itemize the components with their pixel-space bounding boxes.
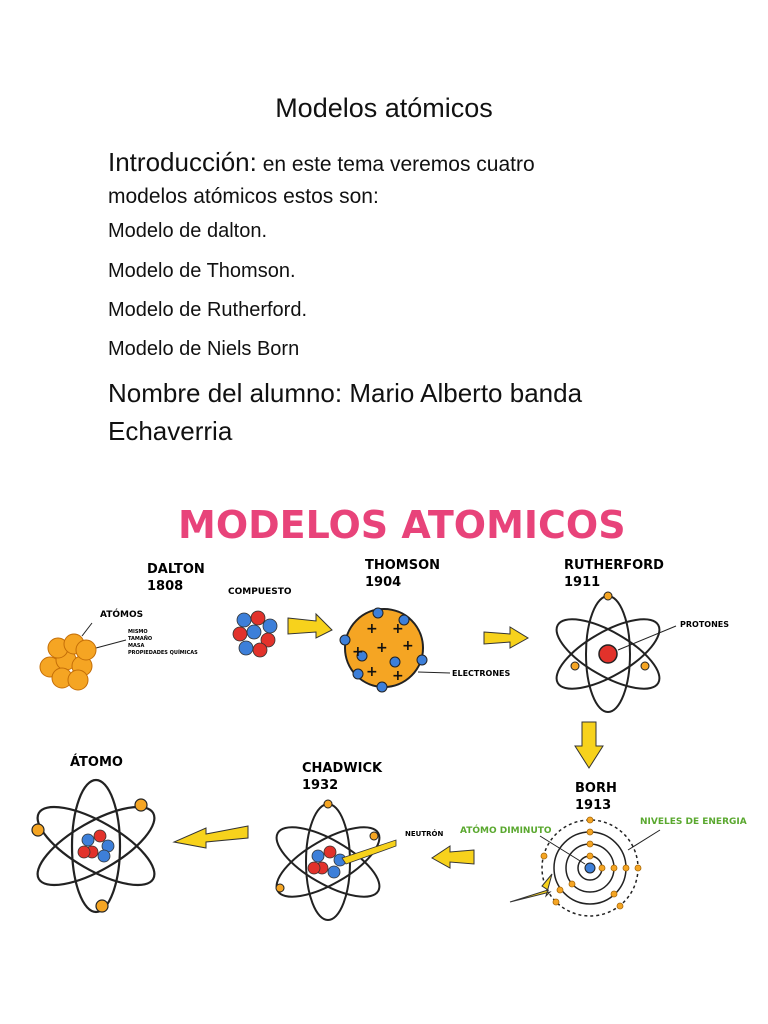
intro-label: Introducción: xyxy=(108,147,257,177)
page-title: Modelos atómicos xyxy=(275,93,493,123)
compound-label: COMPUESTO xyxy=(228,587,292,597)
arrow-dalton-to-thomson-icon xyxy=(287,612,333,639)
student-name: Nombre del alumno: Mario Alberto banda E… xyxy=(108,374,582,450)
dalton-year: 1808 xyxy=(147,579,183,594)
borh-energy-levels-label: NIVELES DE ENERGIA xyxy=(640,817,747,827)
rutherford-name: RUTHERFORD xyxy=(564,558,664,573)
introduction: Introducción: en este tema veremos cuatr… xyxy=(108,146,535,213)
model-item-thomson: Modelo de Thomson. xyxy=(108,260,296,282)
thomson-name: THOMSON xyxy=(365,558,440,573)
thomson-plum-pudding-icon: ++ ++ ++ + xyxy=(339,607,428,693)
arrow-rutherford-to-borh-icon xyxy=(574,721,604,769)
arrow-thomson-to-rutherford-icon xyxy=(483,626,529,649)
borh-name: BORH xyxy=(575,781,617,796)
dalton-atoms-cluster-icon xyxy=(39,633,97,691)
svg-text:+: + xyxy=(376,640,388,656)
chadwick-neutron-label: NEUTRÓN xyxy=(405,829,443,838)
borh-year: 1913 xyxy=(575,798,611,813)
student-line-2: Echaverria xyxy=(108,416,233,446)
dalton-note-2: TAMAÑO xyxy=(128,635,152,642)
dalton-note-1: MISMO xyxy=(128,629,148,635)
arrow-chadwick-to-atom-icon xyxy=(172,825,249,849)
borh-model-icon xyxy=(509,816,642,917)
model-item-rutherford: Modelo de Rutherford. xyxy=(108,299,308,321)
intro-text-line-2: modelos atómicos estos son: xyxy=(108,185,379,208)
intro-text-line-1: en este tema veremos cuatro xyxy=(256,153,535,176)
compound-molecule-icon xyxy=(232,610,278,658)
model-item-niels-born: Modelo de Niels Born xyxy=(108,338,300,360)
chadwick-name: CHADWICK xyxy=(302,761,383,776)
chadwick-year: 1932 xyxy=(302,778,338,793)
dalton-atoms-label: ATÓMOS xyxy=(100,608,143,620)
svg-text:+: + xyxy=(366,664,378,680)
atom-model-icon xyxy=(31,778,156,914)
model-item-dalton: Modelo de dalton. xyxy=(108,220,268,242)
atom-name: ÁTOMO xyxy=(70,754,123,770)
chadwick-model-icon xyxy=(275,799,397,921)
infographic-heading: MODELOS ATOMICOS xyxy=(178,503,626,547)
dalton-note-3: MASA xyxy=(128,643,144,649)
student-line-1: Nombre del alumno: Mario Alberto banda xyxy=(108,378,583,408)
rutherford-protons-label: PROTONES xyxy=(680,620,729,629)
svg-text:+: + xyxy=(402,638,414,654)
atomic-models-infographic: MODELOS ATOMICOS DALTON 1808 ATÓMOS MISM… xyxy=(31,503,747,921)
rutherford-model-icon xyxy=(555,591,661,713)
thomson-year: 1904 xyxy=(365,575,401,590)
svg-text:+: + xyxy=(352,644,364,660)
svg-text:+: + xyxy=(392,621,404,637)
dalton-name: DALTON xyxy=(147,562,205,577)
thomson-electrons-label: ELECTRONES xyxy=(452,669,510,678)
svg-text:+: + xyxy=(392,668,404,684)
dalton-note-4: PROPIEDADES QUÍMICAS xyxy=(128,648,198,656)
borh-tiny-atom-label: ATÓMO DIMINUTO xyxy=(460,824,552,836)
rutherford-year: 1911 xyxy=(564,575,600,590)
arrow-borh-to-chadwick-icon xyxy=(431,845,475,869)
svg-text:+: + xyxy=(366,621,378,637)
